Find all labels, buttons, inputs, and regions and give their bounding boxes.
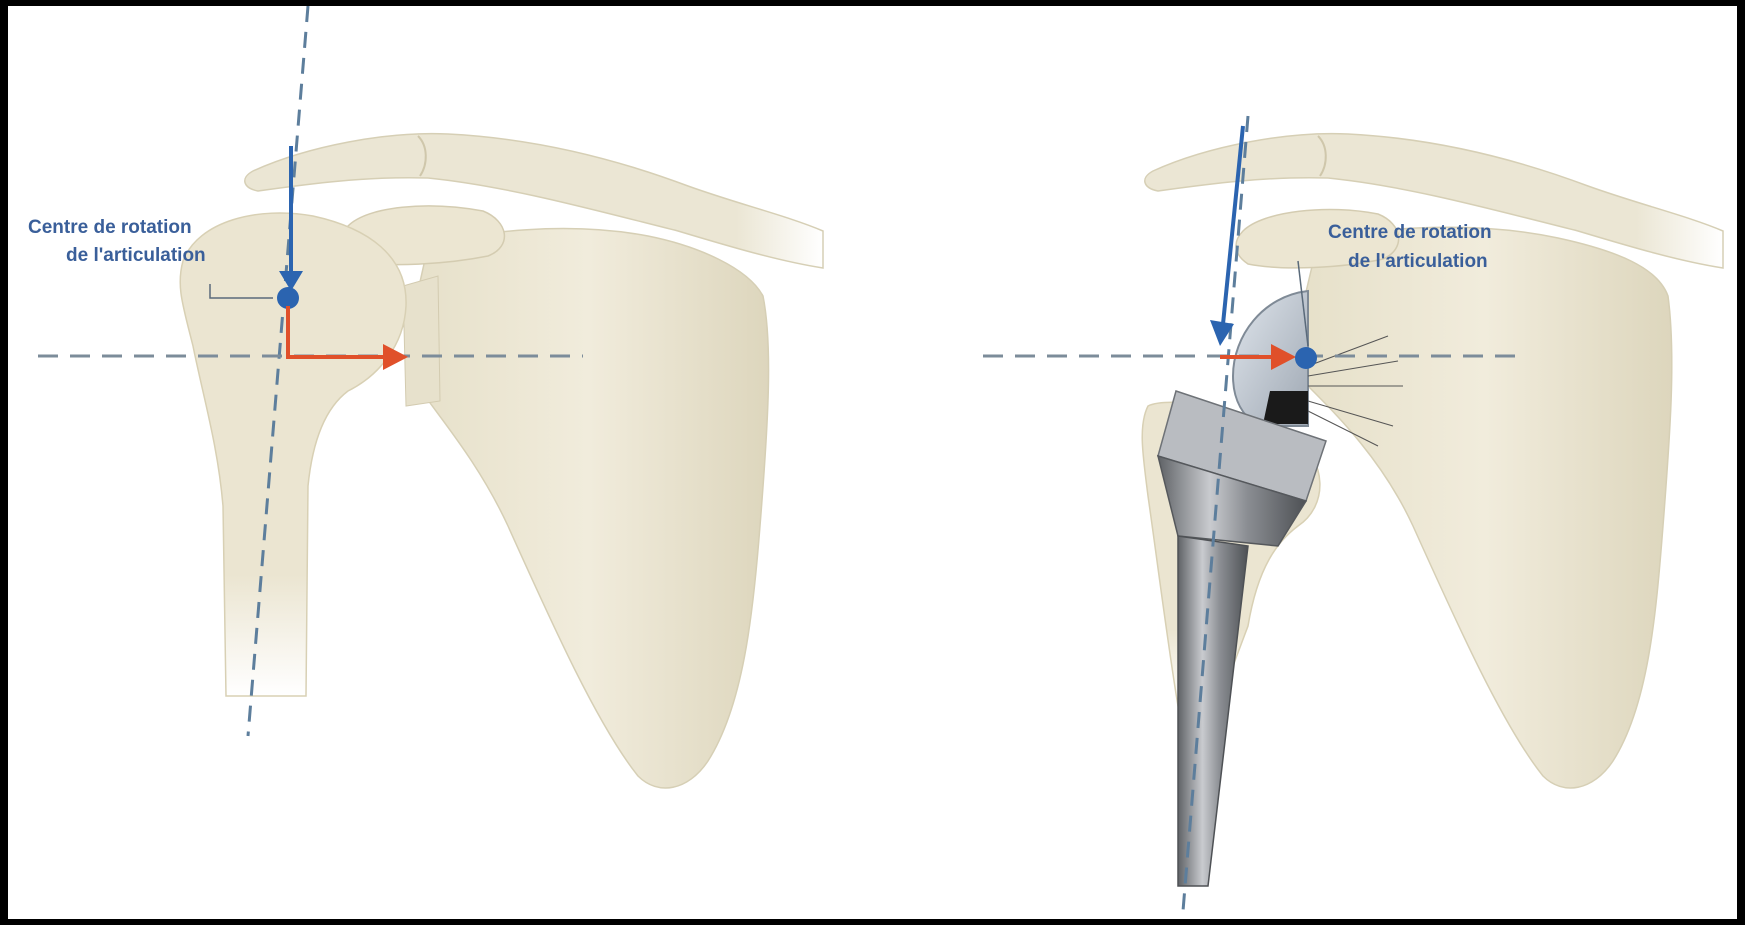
rotation-center-dot	[1295, 347, 1317, 369]
right-label-line1: Centre de rotation	[1328, 222, 1492, 243]
left-label-line2: de l'articulation	[66, 245, 206, 266]
left-label-line1: Centre de rotation	[28, 217, 192, 238]
scapula	[1298, 227, 1672, 788]
scapula	[408, 229, 769, 788]
implant-stem	[1178, 536, 1248, 886]
illustration-frame: Centre de rotation de l'articulation	[8, 6, 1737, 919]
rotation-center-dot	[277, 287, 299, 309]
right-label-line2: de l'articulation	[1348, 251, 1488, 272]
shoulder-comparison-diagram: Centre de rotation de l'articulation	[8, 6, 1737, 919]
anatomical-shoulder-panel: Centre de rotation de l'articulation	[28, 6, 823, 788]
prosthesis-shoulder-panel: Centre de rotation de l'articulation	[983, 116, 1723, 911]
